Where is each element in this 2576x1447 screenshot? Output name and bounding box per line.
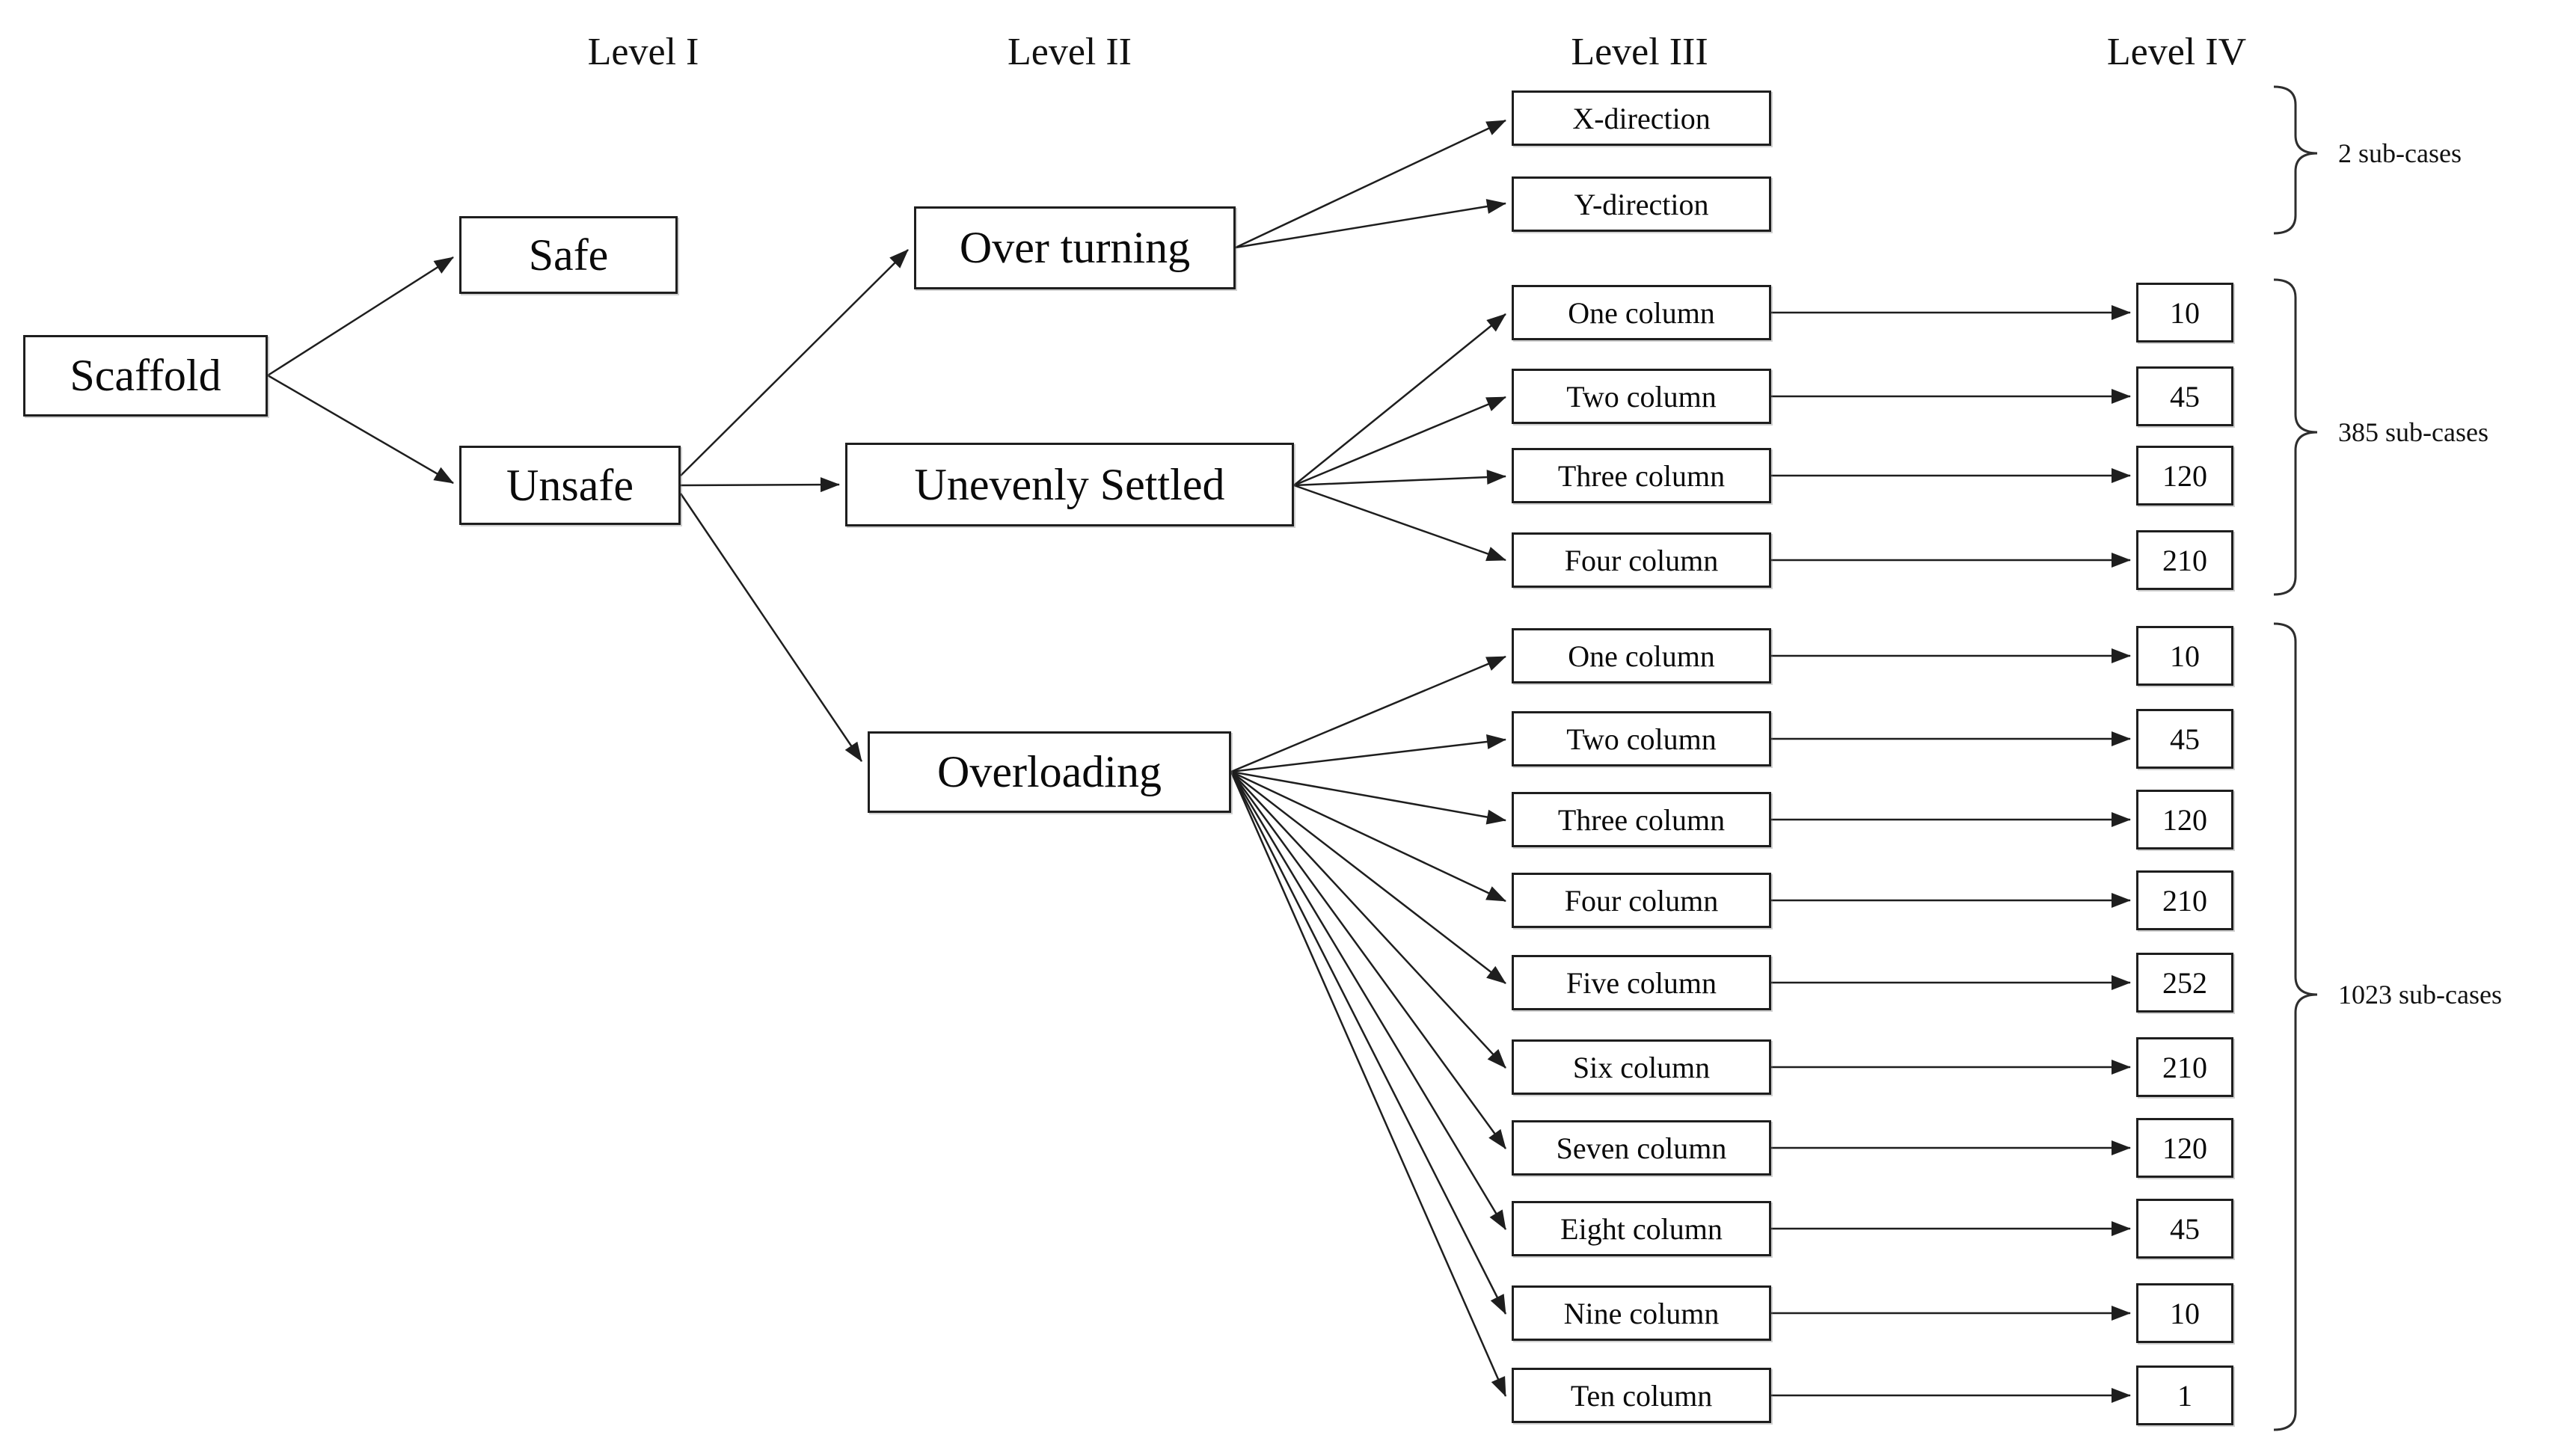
node-over-turning: Over turning <box>914 206 1236 289</box>
node-ol-three-column: Three column <box>1512 792 1771 847</box>
header-level-1: Level I <box>587 31 699 73</box>
node-scaffold: Scaffold <box>23 335 268 417</box>
count-ol-one-column: 10 <box>2136 626 2233 686</box>
node-ol-five-column: Five column <box>1512 955 1771 1010</box>
count-ol-eight-column: 45 <box>2136 1199 2233 1259</box>
node-ol-two-column: Two column <box>1512 711 1771 766</box>
arrows-from-unevenly-settled <box>1293 313 1506 562</box>
arrows-from-over-turning <box>1235 119 1506 249</box>
count-ol-seven-column: 120 <box>2136 1118 2233 1178</box>
count-ol-nine-column: 10 <box>2136 1283 2233 1343</box>
header-level-3: Level III <box>1571 31 1708 73</box>
node-us-four-column: Four column <box>1512 532 1771 588</box>
count-us-four-column: 210 <box>2136 530 2233 590</box>
node-ol-eight-column: Eight column <box>1512 1201 1771 1256</box>
count-ol-three-column: 120 <box>2136 790 2233 850</box>
node-safe: Safe <box>459 216 678 294</box>
count-ol-ten-column: 1 <box>2136 1365 2233 1425</box>
node-y-direction: Y-direction <box>1512 176 1771 232</box>
label-1023-sub-cases: 1023 sub-cases <box>2338 980 2502 1010</box>
node-ol-seven-column: Seven column <box>1512 1120 1771 1176</box>
brace-2-sub-cases <box>2273 85 2318 235</box>
count-ol-six-column: 210 <box>2136 1037 2233 1097</box>
arrows-to-counts <box>1771 305 2131 1403</box>
node-ol-ten-column: Ten column <box>1512 1368 1771 1423</box>
count-us-one-column: 10 <box>2136 283 2233 342</box>
node-ol-four-column: Four column <box>1512 873 1771 928</box>
node-ol-six-column: Six column <box>1512 1039 1771 1095</box>
count-us-three-column: 120 <box>2136 446 2233 506</box>
label-385-sub-cases: 385 sub-cases <box>2338 417 2488 447</box>
node-unsafe: Unsafe <box>459 446 681 525</box>
count-ol-four-column: 210 <box>2136 870 2233 930</box>
node-unevenly-settled: Unevenly Settled <box>845 443 1294 526</box>
header-level-2: Level II <box>1007 31 1132 73</box>
count-us-two-column: 45 <box>2136 366 2233 426</box>
node-us-two-column: Two column <box>1512 369 1771 424</box>
label-2-sub-cases: 2 sub-cases <box>2338 138 2462 168</box>
node-overloading: Overloading <box>868 731 1231 813</box>
count-ol-five-column: 252 <box>2136 953 2233 1013</box>
brace-1023-sub-cases <box>2273 622 2318 1431</box>
node-x-direction: X-direction <box>1512 90 1771 146</box>
arrows-from-overloading <box>1230 655 1507 1397</box>
header-level-4: Level IV <box>2106 31 2247 73</box>
node-us-one-column: One column <box>1512 285 1771 340</box>
node-ol-nine-column: Nine column <box>1512 1285 1771 1341</box>
node-ol-one-column: One column <box>1512 628 1771 683</box>
count-ol-two-column: 45 <box>2136 709 2233 769</box>
brace-385-sub-cases <box>2273 278 2318 596</box>
arrows-from-scaffold <box>267 256 454 485</box>
node-us-three-column: Three column <box>1512 448 1771 503</box>
